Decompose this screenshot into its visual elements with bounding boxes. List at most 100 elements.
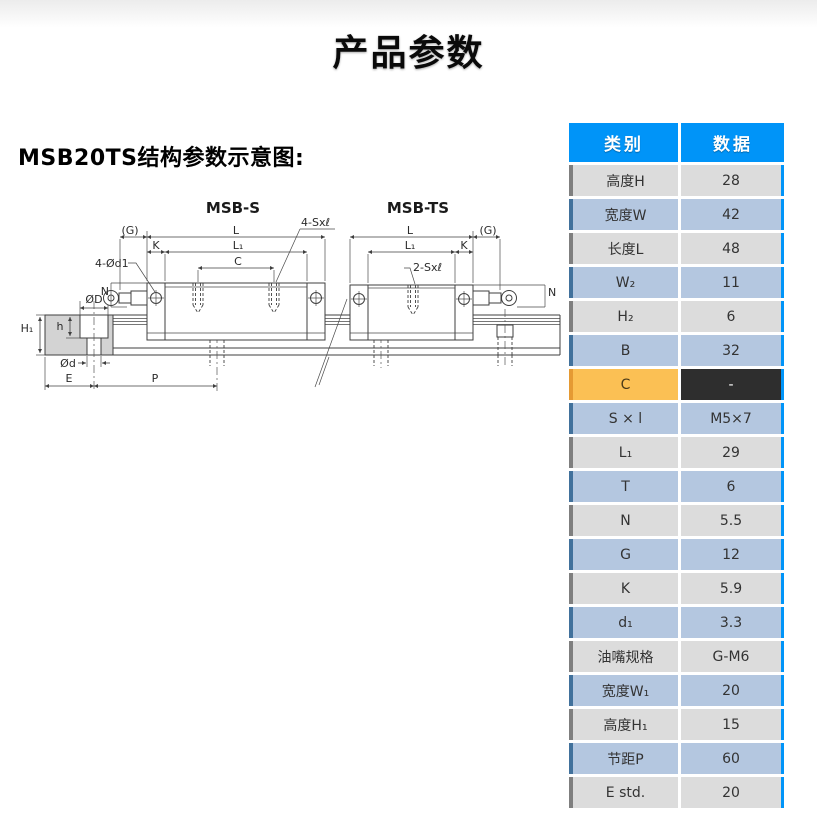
table-row: 宽度W 42	[569, 199, 784, 230]
row-label: 宽度W	[569, 199, 678, 230]
row-value: 12	[681, 539, 784, 570]
top-gradient	[0, 0, 817, 28]
msbts-dimensions: MSB-TS L (G) L₁ K 2-Sxℓ N	[349, 199, 556, 308]
row-value: 3.3	[681, 607, 784, 638]
row-label: 宽度W₁	[569, 675, 678, 706]
label-OD: ØD	[85, 293, 102, 306]
label-n-left: N	[101, 285, 109, 298]
table-row: 高度H₁ 15	[569, 709, 784, 740]
row-value: 28	[681, 165, 784, 196]
label-E: E	[66, 372, 73, 385]
section-heading: MSB20TS结构参数示意图:	[18, 146, 305, 171]
row-value: 11	[681, 267, 784, 298]
row-value: 6	[681, 301, 784, 332]
page-title: 产品参数	[332, 33, 485, 74]
row-label: 高度H₁	[569, 709, 678, 740]
row-value: 6	[681, 471, 784, 502]
structure-diagram: ØD h H₁ Ød E P	[21, 199, 561, 391]
row-value: 20	[681, 675, 784, 706]
row-label: N	[569, 505, 678, 536]
table-row: H₂ 6	[569, 301, 784, 332]
msbs-title: MSB-S	[206, 199, 260, 217]
table-row: 宽度W₁ 20	[569, 675, 784, 706]
row-label: H₂	[569, 301, 678, 332]
msbts-block	[349, 284, 517, 341]
row-label: E std.	[569, 777, 678, 808]
table-row: E std. 20	[569, 777, 784, 808]
row-label: 节距P	[569, 743, 678, 774]
row-value: -	[681, 369, 784, 400]
row-label: S × l	[569, 403, 678, 434]
table-row: T 6	[569, 471, 784, 502]
row-value: 29	[681, 437, 784, 468]
row-label: G	[569, 539, 678, 570]
rail-break-lines	[314, 298, 348, 388]
row-label: 油嘴规格	[569, 641, 678, 672]
msbs-dimensions: MSB-S (G) L K L₁ C 4-Sxℓ 4-Ød1 N	[95, 199, 335, 308]
label-c-left: C	[234, 255, 242, 268]
table-row: N 5.5	[569, 505, 784, 536]
row-value: 60	[681, 743, 784, 774]
label-H1: H₁	[21, 322, 34, 335]
table-row: 高度H 28	[569, 165, 784, 196]
row-value: G-M6	[681, 641, 784, 672]
table-row: W₂ 11	[569, 267, 784, 298]
label-l1-left: L₁	[233, 239, 244, 252]
header-data: 数据	[681, 123, 784, 162]
row-value: 48	[681, 233, 784, 264]
table-row: B 32	[569, 335, 784, 366]
table-header-row: 类别 数据	[569, 123, 784, 162]
row-value: 42	[681, 199, 784, 230]
msbs-hole-right	[268, 283, 280, 314]
label-P: P	[152, 372, 159, 385]
rail-mounting-holes	[209, 309, 514, 391]
row-label: d₁	[569, 607, 678, 638]
row-label: B	[569, 335, 678, 366]
row-label: L₁	[569, 437, 678, 468]
table-row: d₁ 3.3	[569, 607, 784, 638]
msbs-hole-left	[192, 283, 204, 314]
label-h: h	[57, 320, 64, 333]
row-value: M5×7	[681, 403, 784, 434]
label-n-right: N	[548, 286, 556, 299]
parameter-table: 类别 数据 高度H 28 宽度W 42 长度L 48 W₂ 11 H₂ 6 B …	[566, 120, 787, 811]
label-l-left: L	[233, 224, 240, 237]
msbs-block	[103, 282, 326, 341]
row-label: 长度L	[569, 233, 678, 264]
label-l-right: L	[407, 224, 414, 237]
label-l1-right: L₁	[405, 239, 416, 252]
row-label: K	[569, 573, 678, 604]
row-value: 5.5	[681, 505, 784, 536]
label-g-right: (G)	[479, 224, 496, 237]
label-g-left: (G)	[121, 224, 138, 237]
label-k-left: K	[152, 239, 160, 252]
label-Od: Ød	[60, 357, 76, 370]
table-row: 长度L 48	[569, 233, 784, 264]
table-row: L₁ 29	[569, 437, 784, 468]
header-category: 类别	[569, 123, 678, 162]
row-value: 20	[681, 777, 784, 808]
param-table-body: 高度H 28 宽度W 42 长度L 48 W₂ 11 H₂ 6 B 32 C -…	[569, 165, 784, 808]
label-sxl-right: 2-Sxℓ	[413, 261, 442, 274]
label-od1-left: 4-Ød1	[95, 257, 129, 270]
row-label: 高度H	[569, 165, 678, 196]
row-label: W₂	[569, 267, 678, 298]
row-label: C	[569, 369, 678, 400]
label-k-right: K	[460, 239, 468, 252]
table-row: 油嘴规格 G-M6	[569, 641, 784, 672]
msbts-title: MSB-TS	[387, 199, 449, 217]
table-row: 节距P 60	[569, 743, 784, 774]
row-value: 15	[681, 709, 784, 740]
row-label: T	[569, 471, 678, 502]
row-value: 32	[681, 335, 784, 366]
rail-cross-section: ØD h H₁ Ød E P	[21, 293, 217, 391]
table-row: G 12	[569, 539, 784, 570]
table-row: K 5.9	[569, 573, 784, 604]
grease-nipple-right	[472, 290, 517, 306]
table-row: C -	[569, 369, 784, 400]
row-value: 5.9	[681, 573, 784, 604]
table-row: S × l M5×7	[569, 403, 784, 434]
label-sxl-left: 4-Sxℓ	[301, 216, 330, 229]
msbts-hole	[407, 285, 419, 316]
grease-nipple-left	[103, 290, 148, 306]
